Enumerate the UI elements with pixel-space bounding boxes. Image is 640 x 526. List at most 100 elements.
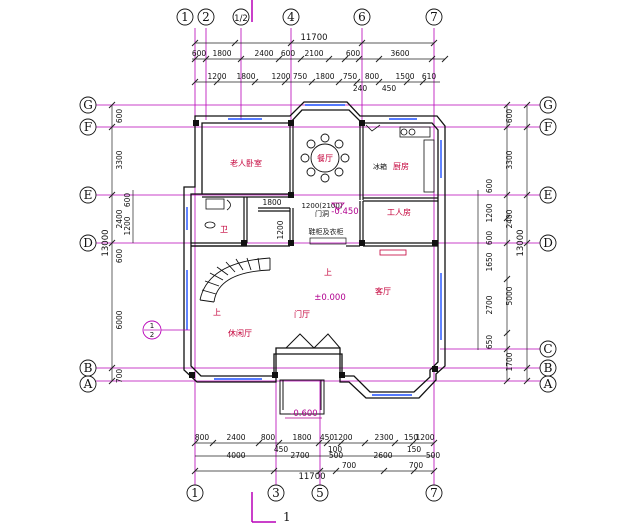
dim-right-inner: 1650 xyxy=(485,252,494,271)
dim-right-inner: 2700 xyxy=(485,295,494,314)
dining-table xyxy=(300,133,350,183)
dim-top-row1: 1800 xyxy=(212,49,231,58)
level-main: ±0.000 xyxy=(314,293,345,303)
axis-bubbles-bottom[interactable] xyxy=(186,484,443,502)
dim-inner-1800: 1800 xyxy=(262,198,281,207)
dim-top-row1: 2100 xyxy=(304,49,323,58)
dim-bottom-row1: 1200 xyxy=(415,433,434,442)
axis-left-label: F xyxy=(84,120,92,134)
kitchen-fixtures xyxy=(365,124,435,193)
fridge-label: 冰箱 xyxy=(373,162,387,171)
axis-right-label: G xyxy=(543,98,553,112)
dim-right-seg: 1700 xyxy=(505,352,514,371)
dim-left-seg: 3300 xyxy=(115,150,124,169)
dim-bottom-row3: 2700 xyxy=(290,451,309,460)
windows xyxy=(186,104,442,396)
axis-bubbles-right[interactable] xyxy=(539,96,557,393)
axis-right-label: F xyxy=(544,120,552,134)
dim-bottom-row3: 500 xyxy=(329,451,344,460)
room-label-leisure: 休闲厅 xyxy=(228,328,252,338)
dim-bottom-row1: 1800 xyxy=(292,433,311,442)
axis-top-label: 6 xyxy=(358,10,366,24)
dim-top-row3: 240 xyxy=(353,84,368,93)
axis-bottom-label: 3 xyxy=(272,486,280,500)
dim-top-row2: 1800 xyxy=(236,72,255,81)
dim-bottom-row2: 450 xyxy=(274,445,289,454)
dim-left-seg: 600 xyxy=(115,249,124,264)
dim-left-seg: 600 xyxy=(115,109,124,124)
dim-bottom-row4: 700 xyxy=(409,461,424,470)
dim-right-seg: 5000 xyxy=(505,286,514,305)
dim-top-row1: 3600 xyxy=(390,49,409,58)
room-label-bedroom: 老人卧室 xyxy=(230,158,262,168)
tv-cabinet xyxy=(379,249,407,256)
dim-top-row3: 450 xyxy=(382,84,397,93)
interior-walls xyxy=(191,123,438,247)
axis-left-label: B xyxy=(84,361,93,375)
cabinet-label: 鞋柜及衣柜 xyxy=(309,227,344,236)
axis-right-label: A xyxy=(543,377,553,391)
dim-right-inner: 1200 xyxy=(485,203,494,222)
dim-bottom-total: 11700 xyxy=(298,472,325,482)
section-mark-label: 1 xyxy=(283,510,291,524)
dim-top-row1: 2400 xyxy=(254,49,273,58)
level-triangle xyxy=(331,202,345,211)
axis-bottom-label: 1 xyxy=(191,486,199,500)
dim-right-seg: 3300 xyxy=(505,150,514,169)
axis-right-label: E xyxy=(544,188,553,202)
dim-top-row1: 600 xyxy=(346,49,361,58)
dim-bottom-row2: 150 xyxy=(407,445,422,454)
axis-grid xyxy=(96,28,545,488)
dim-bottom-row3: 500 xyxy=(426,451,441,460)
level-raised: -0.450 xyxy=(331,207,358,217)
axis-bubbles-left[interactable] xyxy=(79,96,97,393)
axis-left-label: D xyxy=(83,236,93,250)
room-label-kitchen: 厨房 xyxy=(393,161,409,171)
dim-right-inner: 600 xyxy=(485,179,494,194)
dim-bottom-row2: 100 xyxy=(328,445,343,454)
dim-right-inner: 650 xyxy=(485,335,494,350)
axis-left-label: A xyxy=(83,377,93,391)
dimension-lines xyxy=(111,42,528,472)
spiral-staircase xyxy=(199,257,271,303)
dim-left-seg: 6000 xyxy=(115,310,124,329)
axis-right-label: D xyxy=(543,236,553,250)
axis-bottom-label: 5 xyxy=(316,486,324,500)
axis-right-label: B xyxy=(544,361,553,375)
dim-left-seg: 2400 xyxy=(115,209,124,228)
dim-top-row2: 1200 xyxy=(207,72,226,81)
dim-bottom-row1: 2400 xyxy=(226,433,245,442)
dim-top-row2: 1500 xyxy=(395,72,414,81)
dim-inner-1200: 1200 xyxy=(276,220,285,239)
dim-bottom-row3: 4000 xyxy=(226,451,245,460)
dim-left-inner: 1200 xyxy=(123,216,132,235)
stair-up-label: 上 xyxy=(213,308,221,317)
axis-right-label: C xyxy=(543,342,552,356)
axis-top-label: 1/2 xyxy=(234,14,248,24)
dim-top-row2: 1200 xyxy=(271,72,290,81)
dim-bottom-row3: 2600 xyxy=(373,451,392,460)
dim-top-total: 11700 xyxy=(300,33,327,43)
dim-bottom-row1: 1200 xyxy=(333,433,352,442)
dim-top-row2: 750 xyxy=(343,72,358,81)
axis-bubbles-top[interactable] xyxy=(176,8,443,26)
dim-bottom-row1: 2300 xyxy=(374,433,393,442)
dim-right-seg: 2400 xyxy=(505,209,514,228)
detail-callout-bottom: 2 xyxy=(150,331,154,339)
dim-bottom-row4: 700 xyxy=(342,461,357,470)
dim-bottom-row1: 150 xyxy=(404,433,419,442)
door-code: 1200(2100) xyxy=(301,202,342,210)
axis-top-label: 2 xyxy=(202,10,210,24)
dim-left-seg: 700 xyxy=(115,369,124,384)
dim-top-row2: 1800 xyxy=(315,72,334,81)
room-label-dining: 餐厅 xyxy=(317,154,333,163)
entry-porch xyxy=(279,333,341,415)
door-note: 门洞 xyxy=(315,209,329,218)
dim-bottom-row1: 800 xyxy=(261,433,276,442)
axis-left-label: E xyxy=(84,188,93,202)
dim-right-inner: 600 xyxy=(485,231,494,246)
axis-left-label: G xyxy=(83,98,93,112)
axis-top-label: 1 xyxy=(181,10,189,24)
room-label-wc: 卫 xyxy=(220,225,228,234)
